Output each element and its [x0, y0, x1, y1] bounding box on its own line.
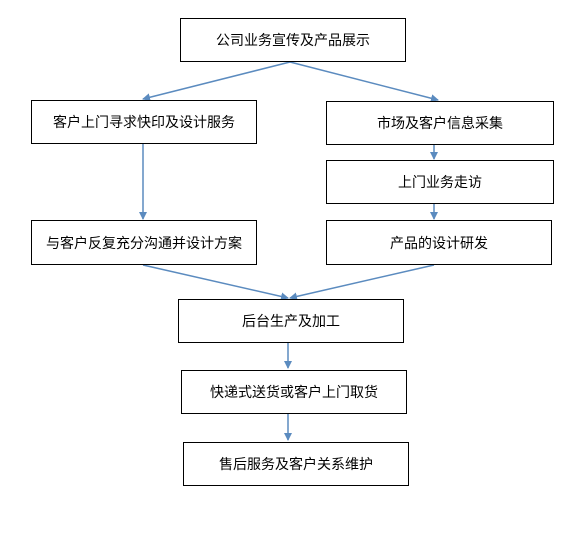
- arrow-communicate-to-production: [142, 264, 289, 301]
- node-after-sales: 售后服务及客户关系维护: [183, 442, 409, 486]
- arrow-promotion-to-customer-seek: [142, 61, 291, 102]
- node-product-design: 产品的设计研发: [326, 220, 552, 265]
- node-market-collect: 市场及客户信息采集: [326, 101, 554, 145]
- node-customer-seek: 客户上门寻求快印及设计服务: [31, 100, 257, 144]
- node-delivery: 快递式送货或客户上门取货: [181, 370, 407, 414]
- node-visit: 上门业务走访: [326, 160, 554, 204]
- node-promotion: 公司业务宣传及产品展示: [180, 18, 406, 62]
- arrow-promotion-to-market-collect: [289, 61, 439, 103]
- node-production: 后台生产及加工: [178, 299, 404, 343]
- arrow-product-design-to-production: [289, 264, 435, 301]
- node-communicate: 与客户反复充分沟通并设计方案: [31, 220, 257, 265]
